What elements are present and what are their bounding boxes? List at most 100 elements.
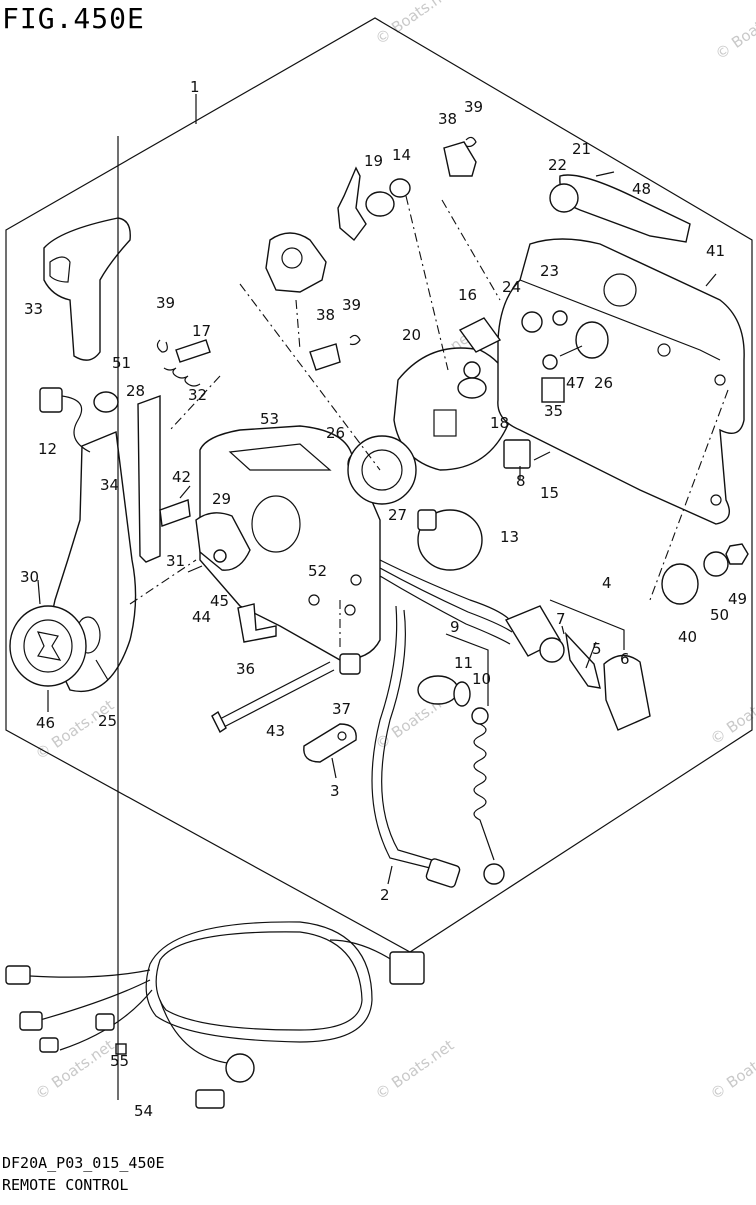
friction-nut [521, 311, 543, 333]
washer [365, 191, 395, 217]
watermark: © Boats.net [712, 0, 756, 63]
callout-3: 3 [330, 782, 340, 800]
callout-29: 29 [212, 490, 231, 508]
callout-25: 25 [98, 712, 117, 730]
screw [533, 451, 551, 461]
callout-41: 41 [706, 242, 725, 260]
housing-hole [308, 594, 320, 606]
neutral-switch [337, 166, 367, 242]
lever-washer [549, 183, 579, 213]
bushing [457, 377, 487, 399]
callout-19: 19 [364, 152, 383, 170]
harness-wire [379, 567, 513, 633]
clip [339, 653, 361, 675]
harness-branch [159, 999, 237, 1065]
harness-connector [39, 1037, 59, 1053]
callout-22: 22 [548, 156, 567, 174]
harness-connector [425, 858, 461, 888]
buzzer-tab [417, 509, 437, 531]
hub-cover [9, 605, 87, 687]
square-hub [433, 409, 457, 437]
callout-8: 8 [516, 472, 526, 490]
main-harness-loop [145, 921, 373, 1043]
callout-36: 36 [236, 660, 255, 678]
callout-33: 33 [24, 300, 43, 318]
harness-branch [29, 969, 151, 978]
figure-title: FIG.450E [2, 2, 145, 35]
callout-49: 49 [728, 590, 747, 608]
spring-washer [347, 435, 417, 505]
harness-cable [371, 605, 431, 869]
callout-24: 24 [502, 278, 521, 296]
frame-bore [603, 273, 637, 307]
callout-26a: 26 [594, 374, 613, 392]
guide-plate [137, 395, 161, 563]
washer [703, 551, 729, 577]
callout-51: 51 [112, 354, 131, 372]
clip [349, 334, 361, 346]
callout-53: 53 [260, 410, 279, 428]
harness-connector [5, 965, 31, 985]
washer [552, 310, 568, 326]
callout-43: 43 [266, 722, 285, 740]
housing-opening [251, 495, 301, 553]
spring-washer-hole [361, 449, 403, 491]
switch-nut [539, 637, 565, 663]
callout-42: 42 [172, 468, 191, 486]
callout-39a: 39 [464, 98, 483, 116]
callout-50: 50 [710, 606, 729, 624]
callout-26b: 26 [326, 424, 345, 442]
callout-55: 55 [110, 1052, 129, 1070]
pin [175, 339, 211, 363]
collar [661, 563, 699, 605]
assembly-line [169, 375, 221, 431]
washer [575, 321, 609, 359]
callout-37: 37 [332, 700, 351, 718]
spring [163, 367, 201, 387]
gear-nut [213, 549, 227, 563]
bracket-hole [281, 247, 303, 269]
callout-34: 34 [100, 476, 119, 494]
callout-31: 31 [166, 552, 185, 570]
clip [156, 339, 168, 353]
watermark: © Boats.net [707, 1036, 756, 1103]
bolt-head [211, 710, 227, 734]
cam-lever [458, 317, 502, 353]
stop-switch-cap [453, 681, 471, 707]
callout-20: 20 [402, 326, 421, 344]
plate [443, 141, 477, 177]
callout-leaders [37, 94, 625, 1100]
frame-edge [519, 279, 721, 361]
callout-21: 21 [572, 140, 591, 158]
callout-52: 52 [308, 562, 327, 580]
stop-switch [417, 675, 459, 705]
key-cap [603, 654, 651, 731]
callout-28: 28 [126, 382, 145, 400]
callout-10: 10 [472, 670, 491, 688]
neutral-bracket [265, 232, 327, 293]
frame-hole [714, 374, 726, 386]
callout-45: 45 [210, 592, 229, 610]
link-plate [159, 499, 191, 527]
assembly-line [295, 299, 301, 351]
callout-44: 44 [192, 608, 211, 626]
lanyard-coil [473, 723, 495, 861]
harness-connector [19, 1011, 43, 1031]
callout-39c: 39 [342, 296, 361, 314]
assembly-line [239, 283, 381, 471]
callout-17: 17 [192, 322, 211, 340]
main-harness-loop [155, 931, 363, 1031]
screw [705, 273, 717, 287]
drawing-code: DF20A_P03_015_450E [2, 1154, 165, 1172]
callout-38b: 38 [316, 306, 335, 324]
assembly-line [129, 559, 197, 605]
long-bolt [221, 669, 335, 729]
cam-roller [463, 361, 481, 379]
callout-9: 9 [450, 618, 460, 636]
throttle-lever [559, 174, 691, 243]
callout-27: 27 [388, 506, 407, 524]
indicator-panel [228, 443, 332, 471]
callout-23: 23 [540, 262, 559, 280]
callout-39b: 39 [156, 294, 175, 312]
